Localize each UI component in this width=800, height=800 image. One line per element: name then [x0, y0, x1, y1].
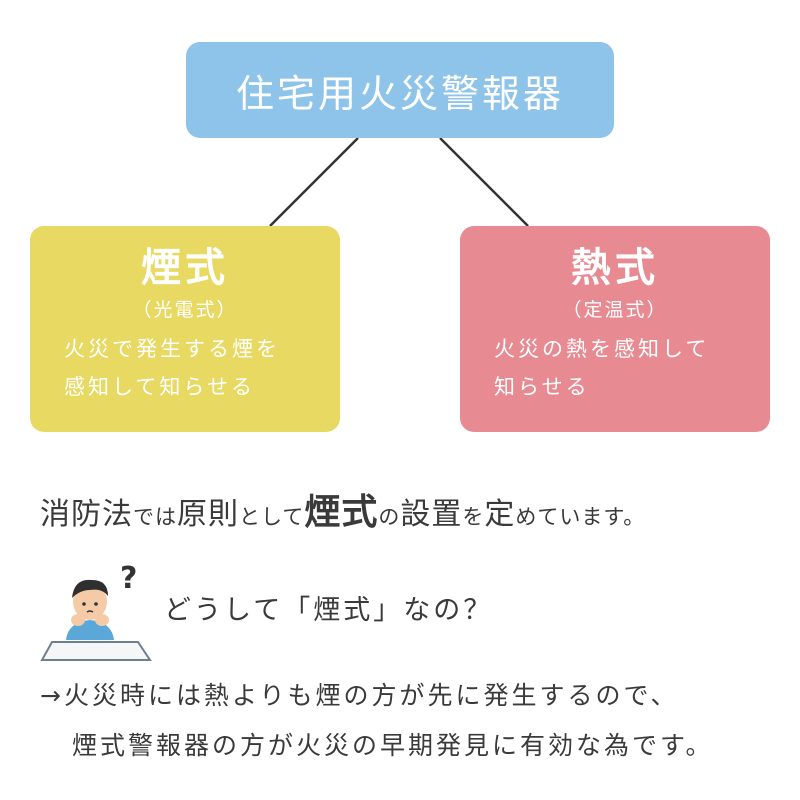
smoke-type-description: 火災で発生する煙を 感知して知らせる	[30, 330, 340, 406]
heat-type-desc-line2: 知らせる	[494, 368, 770, 406]
connector-right	[440, 138, 528, 226]
statement-part8: 定	[484, 497, 515, 532]
heat-type-subtitle: （定温式）	[460, 298, 770, 322]
regulation-statement: 消防法では原則として煙式の設置を定めています。	[40, 490, 645, 540]
answer-line2: 煙式警報器の方が火災の早期発見に有効な為です。	[72, 726, 714, 762]
smoke-type-title: 煙式	[30, 244, 340, 292]
question-text: どうして「煙式」なの？	[164, 588, 493, 627]
statement-part4: として	[239, 505, 304, 529]
heat-type-description: 火災の熱を感知して 知らせる	[460, 330, 770, 406]
smoke-type-desc-line2: 感知して知らせる	[64, 368, 340, 406]
person-thinking-icon: ?	[38, 560, 156, 666]
heat-type-title: 熱式	[460, 244, 770, 292]
smoke-type-subtitle: （光電式）	[30, 298, 340, 322]
statement-part1: 消防法	[40, 497, 133, 532]
statement-part9: めています。	[515, 505, 645, 529]
statement-part2: では	[133, 505, 177, 529]
statement-part3: 原則	[177, 497, 239, 532]
svg-text:?: ?	[120, 561, 137, 596]
smoke-type-desc-line1: 火災で発生する煙を	[64, 330, 340, 368]
heat-type-node: 熱式 （定温式） 火災の熱を感知して 知らせる	[460, 226, 770, 432]
answer-line1: →火災時には熱よりも煙の方が先に発生するので、	[40, 676, 678, 712]
heat-type-desc-line1: 火災の熱を感知して	[494, 330, 770, 368]
root-node: 住宅用火災警報器	[186, 42, 614, 138]
smoke-type-node: 煙式 （光電式） 火災で発生する煙を 感知して知らせる	[30, 226, 340, 432]
root-node-label: 住宅用火災警報器	[236, 63, 564, 118]
connector-left	[270, 138, 358, 226]
statement-part7: を	[462, 505, 484, 529]
statement-part6: 設置	[400, 497, 462, 532]
statement-emphasis: 煙式	[304, 492, 378, 533]
statement-part5: の	[378, 505, 400, 529]
